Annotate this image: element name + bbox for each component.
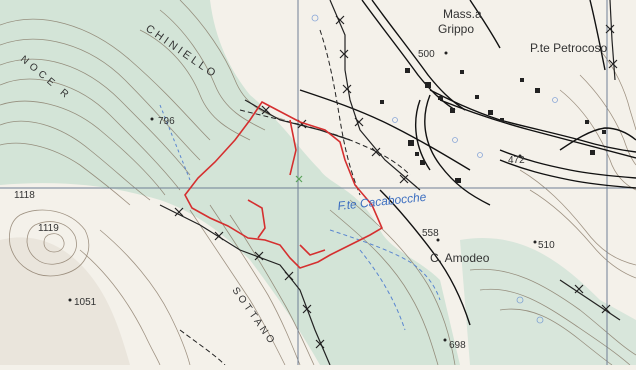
study-area-boundary (184, 100, 384, 269)
buildings (380, 68, 606, 183)
roads (299, 0, 636, 326)
spot-height-dots (68, 51, 537, 342)
elevation-1119: 1119 (38, 223, 59, 234)
elevation-1051: 1051 (74, 297, 97, 308)
forest-area-upper-left (0, 0, 460, 365)
label-mass-grippo-2: Grippo (438, 22, 474, 36)
elevation-510: 510 (538, 240, 555, 251)
label-mass-grippo-1: Mass.a (443, 7, 482, 21)
tree-symbols (311, 14, 558, 324)
streams (159, 104, 441, 331)
boundary-cross-marks (174, 15, 618, 349)
forest-area-lower-left (0, 237, 130, 365)
forest-area-lower-right (460, 238, 636, 365)
elevation-558: 558 (422, 228, 439, 239)
elevation-698: 698 (449, 340, 466, 351)
elevation-472: 472 (508, 155, 525, 166)
administrative-boundary (159, 0, 621, 366)
green-marker (295, 175, 303, 183)
label-c-amodeo: C. Amodeo (430, 251, 490, 265)
elevation-500: 500 (418, 49, 435, 60)
elevation-1118: 1118 (14, 190, 35, 201)
elevation-labels: 500 472 796 1118 1119 558 510 1051 698 (14, 49, 555, 351)
elevation-796: 796 (158, 116, 175, 127)
label-petrocoso: P.te Petrocoso (530, 41, 607, 55)
